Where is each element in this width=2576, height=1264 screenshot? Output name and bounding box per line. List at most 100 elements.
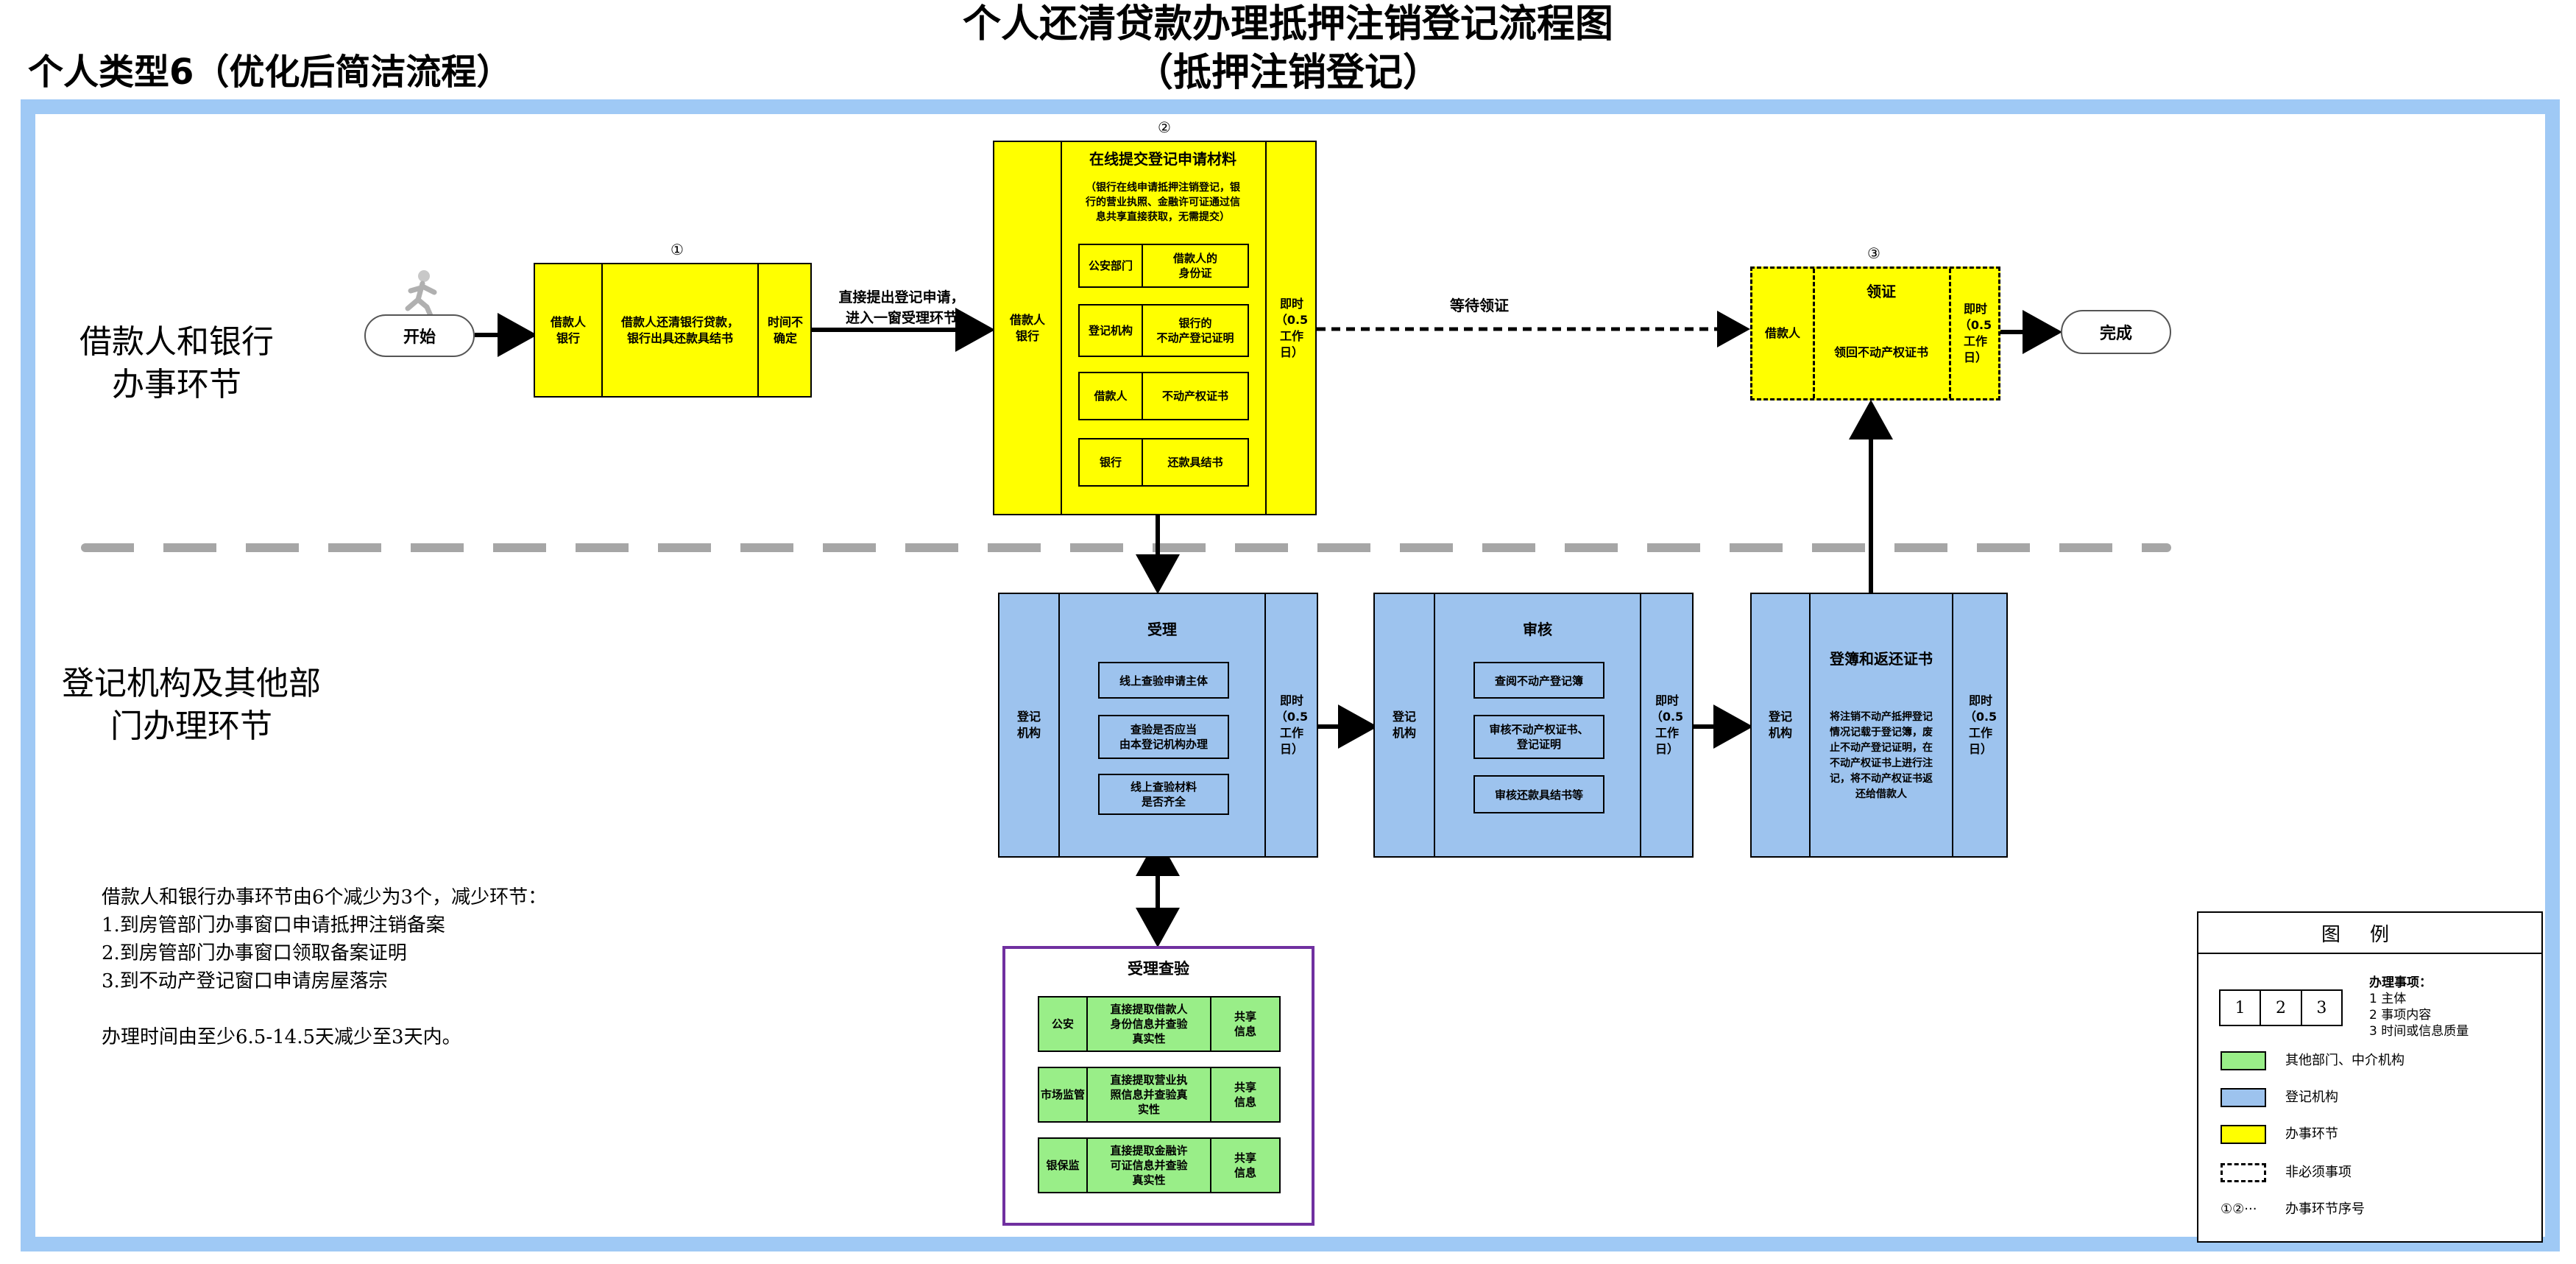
page-title: 个人还清贷款办理抵押注销登记流程图 （抵押注销登记）: [0, 0, 2576, 97]
verify-row-3-dept: 银保监: [1039, 1139, 1088, 1192]
start-node: 开始: [364, 314, 475, 357]
verify-row-1-dept: 公安: [1039, 998, 1088, 1051]
step1-time: 时间不 确定: [767, 314, 803, 345]
verify-row-1: 公安 直接提取借款人 身份信息并查验 真实性 共享 信息: [1038, 996, 1281, 1052]
step2-item-4-from: 银行: [1080, 439, 1143, 485]
verify-row-3-mode: 共享 信息: [1234, 1151, 1256, 1179]
running-person-icon: [397, 269, 449, 320]
legend-blue-swatch: [2221, 1088, 2266, 1107]
step3-heading: 领证: [1866, 283, 1896, 300]
step2-box: 借款人 银行 在线提交登记申请材料 （银行在线申请抵押注销登记，银 行的营业执照…: [993, 141, 1317, 515]
review-item-1: 查阅不动产登记簿: [1473, 662, 1604, 699]
legend-blue-label: 登记机构: [2285, 1090, 2338, 1105]
legend-dashed-label: 非必须事项: [2285, 1165, 2352, 1180]
accept-time: 即时 （0.5 工作 日）: [1275, 693, 1309, 756]
verify-row-2-dept: 市场监管: [1039, 1068, 1088, 1121]
step3-box: 借款人 领证 领回不动产权证书 即时 （0.5 工作 日）: [1750, 266, 2000, 400]
legend-numbering-label: 办事环节序号: [2285, 1201, 2365, 1217]
end-node: 完成: [2061, 310, 2171, 354]
accept-heading: 受理: [1147, 621, 1177, 638]
note-line-1: 借款人和银行办事环节由6个减少为3个，减少环节：: [102, 886, 548, 908]
step2-time: 即时 （0.5 工作 日）: [1275, 296, 1309, 359]
legend-item-2: 2 事项内容: [2369, 1008, 2432, 1023]
step2-item-3-from: 借款人: [1080, 373, 1143, 419]
step3-number: ③: [1867, 244, 1880, 262]
verify-row-2-action: 直接提取营业执 照信息并查验真 实性: [1088, 1068, 1211, 1121]
register-time: 即时 （0.5 工作 日）: [1964, 693, 1998, 756]
page-title-line1: 个人还清贷款办理抵押注销登记流程图: [962, 2, 1613, 46]
accept-item-2: 查验是否应当 由本登记机构办理: [1098, 715, 1229, 759]
arrow2-label: 等待领证: [1450, 297, 1509, 314]
step3-subject: 借款人: [1764, 326, 1800, 340]
step2-item-2: 登记机构 银行的 不动产登记证明: [1078, 304, 1249, 357]
note-line-3: 2.到房管部门办事窗口领取备案证明: [102, 942, 407, 964]
verify-row-3: 银保监 直接提取金融许 可证信息并查验 真实性 共享 信息: [1038, 1137, 1281, 1193]
step2-item-2-doc: 银行的 不动产登记证明: [1156, 317, 1234, 345]
review-item-2: 审核不动产权证书、 登记证明: [1473, 715, 1604, 759]
legend-item-3: 3 时间或信息质量: [2369, 1024, 2469, 1039]
legend-yellow-swatch: [2221, 1125, 2266, 1144]
step2-item-1: 公安部门 借款人的 身份证: [1078, 244, 1249, 288]
legend-item-1: 1 主体: [2369, 992, 2407, 1006]
step2-item-1-doc: 借款人的 身份证: [1172, 252, 1217, 280]
verify-heading: 受理查验: [1128, 960, 1189, 978]
step3-time: 即时 （0.5 工作 日）: [1958, 302, 1992, 364]
legend: 图例 1 2 3 办理事项： 1 主体 2 事项内容 3 时间或信息质量 其他部…: [2197, 911, 2543, 1243]
flow-subtitle: 个人类型6（优化后简洁流程）: [28, 52, 512, 93]
page-title-line2: （抵押注销登记）: [1134, 51, 1441, 95]
step2-note: （银行在线申请抵押注销登记，银 行的营业执照、金融许可证通过信 息共享直接获取，…: [1086, 182, 1240, 223]
accept-box: 登记 机构 受理 线上查验申请主体 查验是否应当 由本登记机构办理 线上查验材料…: [998, 593, 1318, 858]
register-subject: 登记 机构: [1768, 710, 1792, 740]
step2-item-4-doc: 还款具结书: [1167, 456, 1223, 469]
legend-green-label: 其他部门、中介机构: [2285, 1053, 2405, 1068]
verify-row-2: 市场监管 直接提取营业执 照信息并查验真 实性 共享 信息: [1038, 1067, 1281, 1123]
step2-item-3: 借款人 不动产权证书: [1078, 372, 1249, 420]
step2-item-4: 银行 还款具结书: [1078, 438, 1249, 487]
review-box: 登记 机构 审核 查阅不动产登记簿 审核不动产权证书、 登记证明 审核还款具结书…: [1373, 593, 1694, 858]
accept-item-1: 线上查验申请主体: [1098, 662, 1229, 699]
accept-item-3: 线上查验材料 是否齐全: [1098, 774, 1229, 815]
legend-items-header: 办理事项：: [2369, 975, 2432, 990]
step1-number: ①: [670, 241, 684, 258]
lane-divider: [81, 543, 2171, 552]
legend-green-swatch: [2221, 1051, 2266, 1070]
legend-sample-box: 1 2 3: [2219, 989, 2343, 1026]
step2-number: ②: [1158, 119, 1171, 136]
verify-row-1-action: 直接提取借款人 身份信息并查验 真实性: [1088, 998, 1211, 1051]
legend-sample-2: 2: [2261, 991, 2302, 1025]
step1-subject: 借款人 银行: [550, 314, 586, 345]
note-line-6: 办理时间由至少6.5-14.5天减少至3天内。: [102, 1026, 461, 1048]
legend-numbering-symbol: ①②···: [2221, 1201, 2257, 1217]
legend-dashed-swatch: [2221, 1163, 2266, 1182]
accept-subject: 登记 机构: [1016, 710, 1041, 740]
register-content: 将注销不动产抵押登记 情况记载于登记簿，废 止不动产登记证明，在 不动产权证书上…: [1830, 711, 1933, 800]
note-line-2: 1.到房管部门办事窗口申请抵押注销备案: [102, 914, 445, 936]
verify-row-2-mode: 共享 信息: [1234, 1081, 1256, 1109]
step1-content: 借款人还清银行贷款， 银行出具还款具结书: [620, 314, 739, 345]
register-heading: 登簿和返还证书: [1830, 650, 1933, 668]
review-time: 即时 （0.5 工作 日）: [1650, 693, 1684, 756]
step1-box: 借款人 银行 借款人还清银行贷款， 银行出具还款具结书 时间不 确定: [534, 263, 812, 398]
lane-label-applicant: 借款人和银行 办事环节: [79, 323, 274, 403]
review-heading: 审核: [1523, 621, 1552, 638]
step2-item-3-doc: 不动产权证书: [1161, 389, 1228, 403]
note-line-5: [102, 995, 547, 1023]
lane-label-registry: 登记机构及其他部 门办理环节: [62, 665, 321, 745]
step2-item-1-from: 公安部门: [1080, 245, 1143, 286]
legend-items-block: 办理事项： 1 主体 2 事项内容 3 时间或信息质量: [2369, 975, 2469, 1039]
verify-row-1-mode: 共享 信息: [1234, 1010, 1256, 1038]
verify-box: 受理查验 公安 直接提取借款人 身份信息并查验 真实性 共享 信息 市场监管 直…: [1002, 946, 1314, 1226]
note-line-4: 3.到不动产登记窗口申请房屋落宗: [102, 970, 388, 992]
legend-yellow-label: 办事环节: [2285, 1126, 2338, 1142]
legend-sample-1: 1: [2221, 991, 2262, 1025]
verify-row-3-action: 直接提取金融许 可证信息并查验 真实性: [1088, 1139, 1211, 1192]
step2-heading: 在线提交登记申请材料: [1089, 150, 1236, 168]
step2-item-2-from: 登记机构: [1080, 306, 1143, 356]
step2-subject: 借款人 银行: [1009, 312, 1045, 343]
arrow1-label: 直接提出登记申请， 进入一窗受理环节: [838, 289, 965, 326]
legend-title: 图例: [2198, 913, 2541, 954]
notes-block: 借款人和银行办事环节由6个减少为3个，减少环节： 1.到房管部门办事窗口申请抵押…: [102, 883, 547, 1051]
review-subject: 登记 机构: [1392, 710, 1416, 740]
register-box: 登记 机构 登簿和返还证书 将注销不动产抵押登记 情况记载于登记簿，废 止不动产…: [1750, 593, 2008, 858]
